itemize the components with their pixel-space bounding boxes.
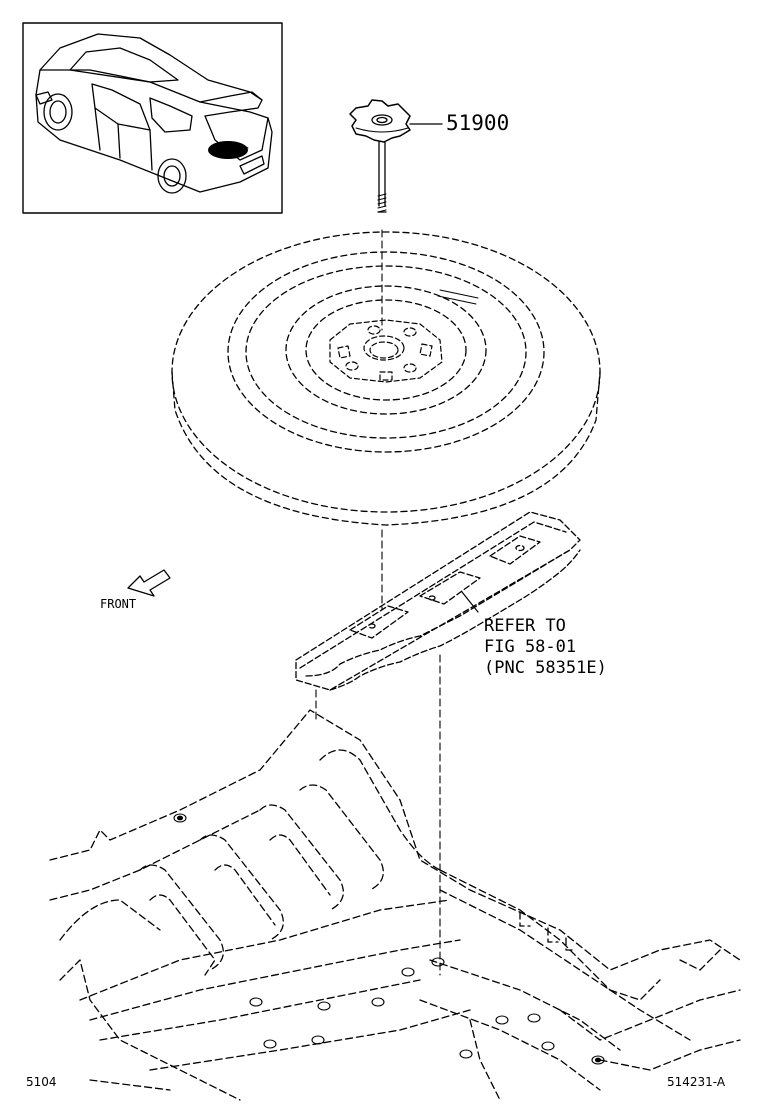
valve-stem bbox=[437, 289, 479, 305]
part-number-label[interactable]: 51900 bbox=[446, 111, 510, 135]
front-arrow-icon bbox=[127, 569, 171, 597]
reference-leader bbox=[461, 591, 479, 613]
spare-tire-wheel-hub bbox=[329, 319, 443, 383]
floor-panel bbox=[49, 709, 741, 1101]
floor-holes bbox=[173, 813, 605, 1065]
spare-tire-tray bbox=[295, 511, 581, 691]
front-direction-label: FRONT bbox=[100, 597, 137, 611]
vehicle-inset bbox=[22, 22, 283, 214]
spare-tire bbox=[171, 231, 601, 526]
page-code: 5104 bbox=[26, 1075, 57, 1089]
alignment-lines bbox=[315, 229, 441, 976]
reference-line-3[interactable]: (PNC 58351E) bbox=[484, 658, 607, 678]
reference-line-1: REFER TO bbox=[484, 616, 566, 636]
reference-line-2[interactable]: FIG 58-01 bbox=[484, 637, 577, 657]
figure-code: 514231-A bbox=[667, 1075, 726, 1089]
hold-down-bolt bbox=[349, 99, 443, 213]
